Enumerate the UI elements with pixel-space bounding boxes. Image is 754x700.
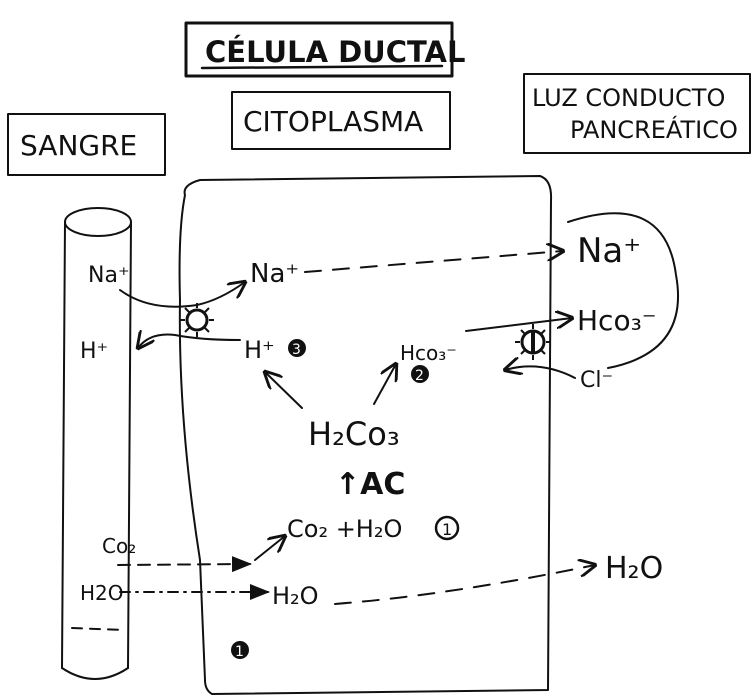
lumen-hco3-label: Hco₃⁻ [577, 304, 657, 337]
blood-h-label: H⁺ [80, 339, 108, 364]
lumen-na-label: Na⁺ [577, 231, 641, 271]
hco3-step-number: 2 [415, 368, 424, 384]
carbonic-acid-label: H₂Co₃ [308, 415, 400, 453]
h2co3-to-hco3-arrow [373, 364, 396, 405]
transporter-circle-icon [515, 324, 551, 360]
h-step-number: 3 [292, 342, 301, 358]
cell-title-box: CÉLULA DUCTAL [184, 21, 465, 78]
cyto-na-label: Na⁺ [250, 259, 299, 289]
cytoplasm-title: CITOPLASMA [243, 105, 423, 138]
lumen-title-line2: PANCREÁTICO [570, 115, 738, 144]
h-efflux-arrow [138, 335, 241, 348]
cl-uptake-arrow [505, 366, 576, 379]
blood-title: SANGRE [20, 129, 137, 162]
cyto-hco3-label: Hco₃⁻ [400, 341, 457, 365]
lumen-title-box: LUZ CONDUCTO PANCREÁTICO [523, 73, 751, 154]
lumen-cl-label: Cl⁻ [580, 368, 613, 393]
h2co3-to-h-arrow [265, 372, 303, 409]
co2-h2o-reaction-label: Co₂ +H₂O [287, 515, 402, 543]
cell-title: CÉLULA DUCTAL [205, 35, 465, 69]
cytoplasm-title-box: CITOPLASMA [231, 91, 451, 150]
hco3-secretion-arrow [465, 318, 572, 332]
co2-diffusion-arrow [117, 556, 252, 573]
lumen-boundary [567, 212, 680, 369]
cyto-h-label: H⁺ [244, 336, 275, 364]
numbered-circle-icon: 1 [434, 515, 460, 541]
h2o-secretion-arrow [334, 565, 595, 605]
lumen-title-line1: LUZ CONDUCTO [532, 84, 725, 112]
ductal-cell-outline [178, 175, 553, 695]
blood-h2o-label: H2O [80, 581, 124, 605]
blood-co2-label: Co₂ [102, 534, 136, 558]
na-secretion-arrow [304, 251, 563, 273]
blood-title-box: SANGRE [7, 113, 166, 176]
lumen-h2o-label: H₂O [605, 551, 663, 586]
cyto-water-label: H₂O [272, 582, 319, 610]
water-step-number: 1 [235, 644, 244, 660]
numbered-circle-icon: 2 [411, 365, 429, 384]
numbered-circle-icon: 1 [231, 641, 249, 660]
blood-na-label: Na⁺ [88, 263, 130, 288]
transporter-circle-icon [180, 303, 214, 337]
reaction-step-number: 1 [442, 520, 452, 539]
na-influx-arrow [119, 282, 245, 308]
co2-to-reaction-arrow [254, 536, 285, 561]
numbered-circle-icon: 3 [288, 339, 306, 358]
carbonic-anhydrase-label: ↑AC [335, 467, 405, 502]
